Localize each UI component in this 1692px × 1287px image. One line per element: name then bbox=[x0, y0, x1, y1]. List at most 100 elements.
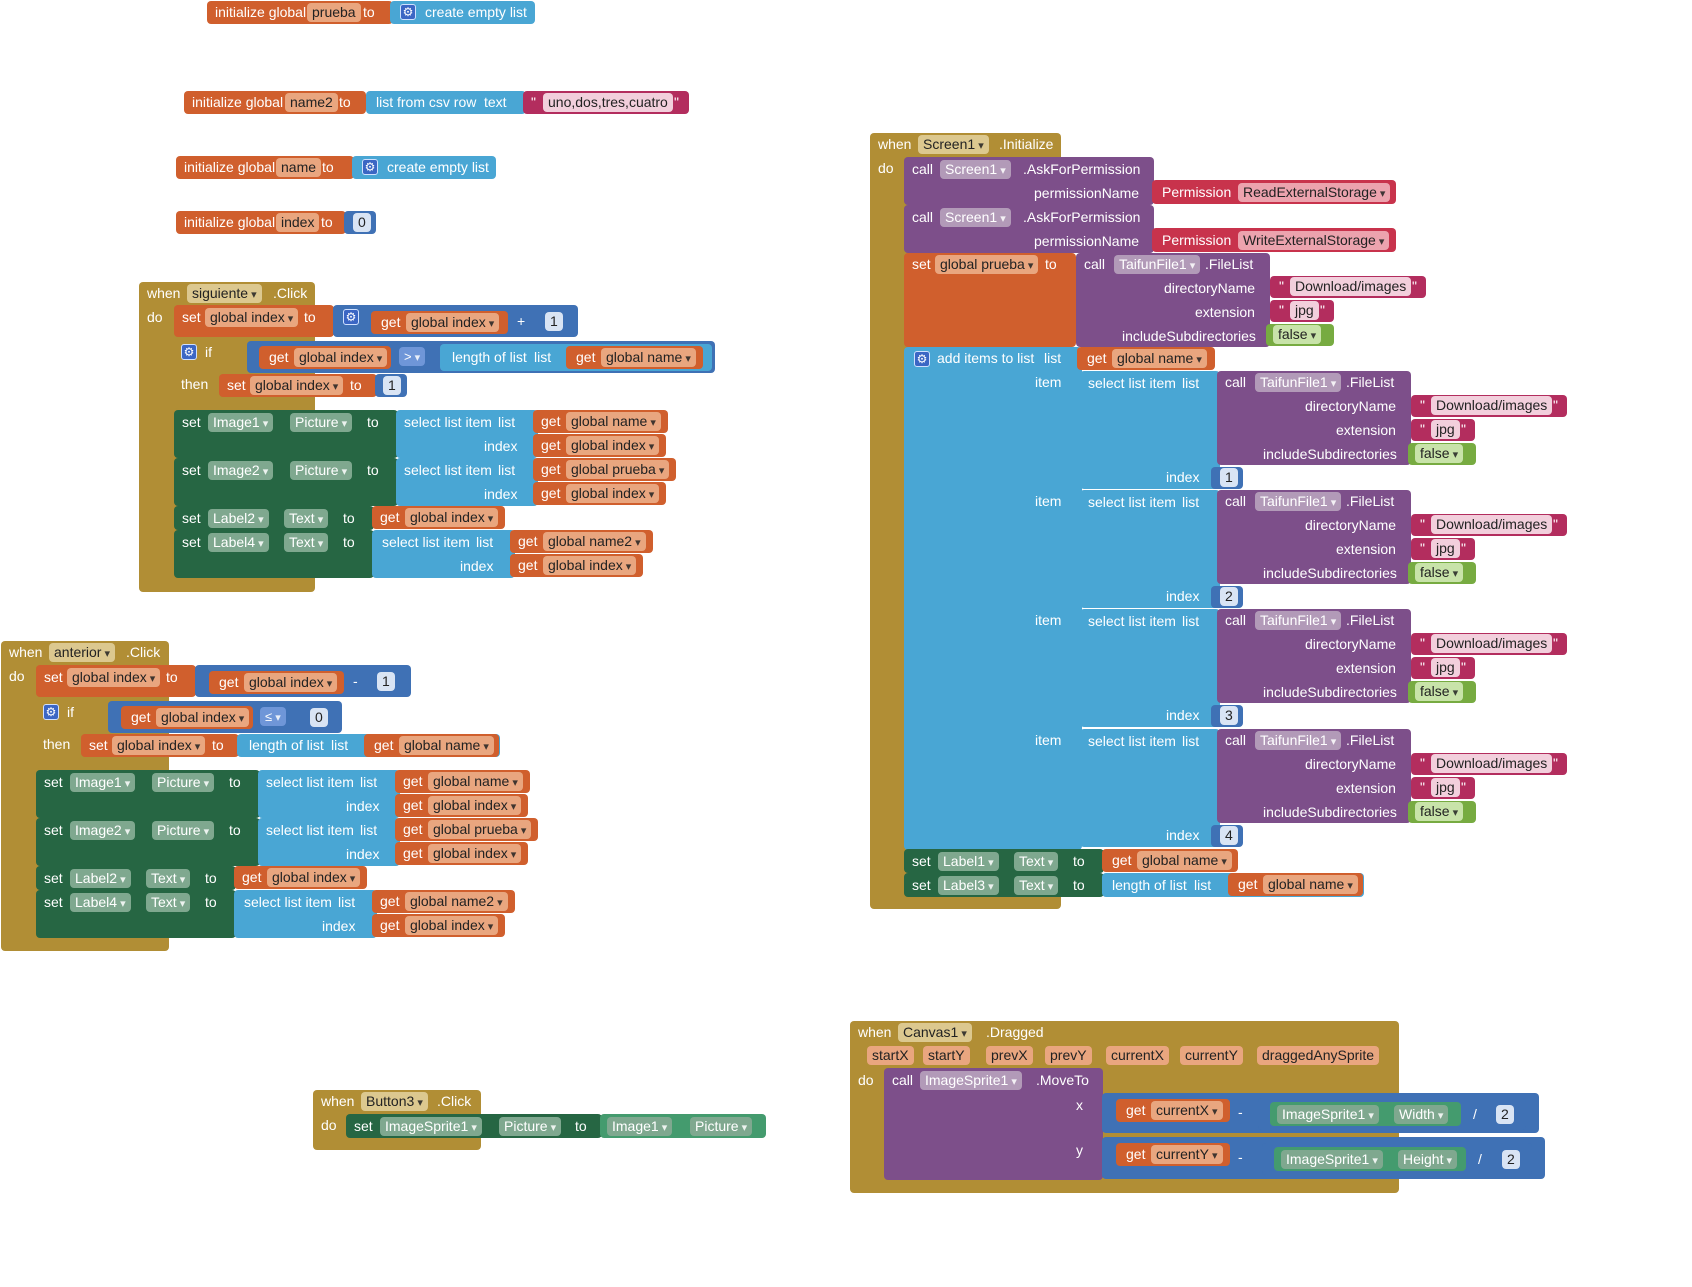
boolean-dropdown[interactable]: false bbox=[1415, 563, 1464, 582]
boolean-block[interactable]: false bbox=[1408, 681, 1476, 703]
component-dropdown[interactable]: Canvas1 bbox=[898, 1023, 972, 1042]
property-dropdown[interactable]: Picture bbox=[499, 1117, 562, 1136]
boolean-dropdown[interactable]: false bbox=[1415, 444, 1464, 463]
text-value-field[interactable]: Download/images bbox=[1431, 396, 1553, 415]
get-currentY-block[interactable]: get currentY bbox=[1116, 1143, 1230, 1166]
text-string-block[interactable]: " Download/images " bbox=[1411, 633, 1567, 655]
var-name-field[interactable]: index bbox=[276, 213, 320, 232]
boolean-block[interactable]: false bbox=[1408, 443, 1476, 465]
boolean-block[interactable]: false bbox=[1408, 562, 1476, 584]
mutator-gear-icon[interactable]: ⚙ bbox=[362, 159, 378, 175]
get-imagesprite1-height-block[interactable]: ImageSprite1 Height bbox=[1274, 1147, 1466, 1171]
param-prevX[interactable]: prevX bbox=[986, 1046, 1033, 1065]
var-dropdown[interactable]: currentX bbox=[1151, 1101, 1223, 1120]
text-string-block[interactable]: " Download/images " bbox=[1411, 514, 1567, 536]
get-global-index-block[interactable]: get global index bbox=[533, 434, 666, 457]
number-field[interactable]: 0 bbox=[353, 213, 371, 232]
get-global-name-block[interactable]: get global name bbox=[395, 770, 530, 793]
mutator-gear-icon[interactable]: ⚙ bbox=[343, 309, 359, 325]
var-dropdown[interactable]: global name2 bbox=[405, 892, 508, 911]
select-list-item-block[interactable]: select list item list index bbox=[396, 410, 538, 458]
var-dropdown[interactable]: global name bbox=[1112, 349, 1207, 368]
number-block[interactable]: 1 bbox=[375, 374, 407, 397]
component-dropdown[interactable]: TaifunFile1 bbox=[1255, 373, 1342, 392]
property-dropdown[interactable]: Width bbox=[1394, 1105, 1449, 1124]
param-draggedAnySprite[interactable]: draggedAnySprite bbox=[1257, 1046, 1380, 1065]
var-dropdown[interactable]: global name bbox=[566, 412, 661, 431]
component-dropdown[interactable]: Image2 bbox=[208, 461, 274, 480]
get-global-index-block[interactable]: get global index bbox=[510, 554, 643, 577]
text-value-field[interactable]: Download/images bbox=[1431, 754, 1553, 773]
property-dropdown[interactable]: Picture bbox=[152, 821, 215, 840]
add-items-to-list-block[interactable]: ⚙ add items to list list item item item … bbox=[904, 347, 1082, 850]
set-global-index-block[interactable]: set global index to bbox=[174, 305, 334, 337]
text-value-field[interactable]: jpg bbox=[1290, 301, 1319, 320]
text-value-field[interactable]: jpg bbox=[1431, 778, 1460, 797]
component-dropdown[interactable]: Label4 bbox=[70, 893, 131, 912]
component-dropdown[interactable]: TaifunFile1 bbox=[1255, 611, 1342, 630]
number-field[interactable]: 4 bbox=[1220, 826, 1238, 845]
get-currentX-block[interactable]: get currentX bbox=[1116, 1099, 1230, 1122]
get-global-index-block[interactable]: get global index bbox=[395, 842, 528, 865]
property-dropdown[interactable]: Text bbox=[1014, 852, 1059, 871]
component-dropdown[interactable]: Label2 bbox=[70, 869, 131, 888]
get-global-name-block[interactable]: get global name bbox=[364, 734, 499, 757]
select-list-item-block[interactable]: select list item list index bbox=[396, 458, 538, 506]
init-global-name2-block[interactable]: initialize global name2 to bbox=[184, 91, 366, 114]
mutator-gear-icon[interactable]: ⚙ bbox=[181, 344, 197, 360]
permission-dropdown[interactable]: WriteExternalStorage bbox=[1238, 231, 1390, 250]
get-global-name2-block[interactable]: get global name2 bbox=[372, 890, 515, 913]
set-label4-text-block[interactable]: set Label4 Text to bbox=[174, 530, 374, 578]
init-global-prueba-block[interactable]: initialize global prueba to bbox=[207, 1, 393, 24]
call-filelist-block[interactable]: call TaifunFile1 .FileList directoryName… bbox=[1217, 371, 1411, 465]
operator-dropdown[interactable]: > bbox=[399, 347, 426, 366]
text-value-field[interactable]: Download/images bbox=[1290, 277, 1412, 296]
get-global-index-block[interactable]: get global index bbox=[372, 914, 505, 937]
number-field[interactable]: 1 bbox=[545, 312, 563, 331]
var-dropdown[interactable]: global index bbox=[112, 736, 206, 755]
var-dropdown[interactable]: global index bbox=[156, 708, 250, 727]
var-dropdown[interactable]: global prueba bbox=[566, 460, 670, 479]
component-dropdown[interactable]: Image1 bbox=[607, 1117, 673, 1136]
set-label1-text-block[interactable]: set Label1 Text to bbox=[904, 849, 1104, 873]
var-dropdown[interactable]: global prueba bbox=[428, 820, 532, 839]
var-dropdown[interactable]: global name bbox=[1263, 875, 1358, 894]
set-global-index-block[interactable]: set global index to bbox=[36, 665, 196, 697]
text-string-block[interactable]: " uno,dos,tres,cuatro " bbox=[523, 91, 689, 114]
var-name-field[interactable]: prueba bbox=[307, 3, 361, 22]
component-dropdown[interactable]: Label3 bbox=[938, 876, 999, 895]
property-dropdown[interactable]: Picture bbox=[290, 461, 353, 480]
var-name-field[interactable]: name2 bbox=[285, 93, 338, 112]
var-dropdown[interactable]: global index bbox=[543, 556, 637, 575]
var-dropdown[interactable]: global index bbox=[406, 313, 500, 332]
number-field[interactable]: 1 bbox=[1220, 468, 1238, 487]
text-string-block[interactable]: " Download/images " bbox=[1411, 753, 1567, 775]
component-dropdown[interactable]: anterior bbox=[49, 643, 116, 662]
property-dropdown[interactable]: Picture bbox=[152, 773, 215, 792]
select-list-item-block[interactable]: select list item list index bbox=[1080, 371, 1220, 489]
property-dropdown[interactable]: Picture bbox=[290, 413, 353, 432]
boolean-dropdown[interactable]: false bbox=[1415, 802, 1464, 821]
select-list-item-block[interactable]: select list item list index bbox=[1080, 609, 1220, 727]
var-dropdown[interactable]: global index bbox=[405, 508, 499, 527]
var-dropdown[interactable]: global name bbox=[428, 772, 523, 791]
var-dropdown[interactable]: global prueba bbox=[935, 255, 1039, 274]
get-global-name-block[interactable]: get global name bbox=[1228, 873, 1363, 896]
component-dropdown[interactable]: TaifunFile1 bbox=[1114, 255, 1201, 274]
property-dropdown[interactable]: Text bbox=[1014, 876, 1059, 895]
get-global-index-block[interactable]: get global index bbox=[372, 506, 505, 529]
set-label4-text-block[interactable]: set Label4 Text to bbox=[36, 890, 236, 938]
var-dropdown[interactable]: global index bbox=[405, 916, 499, 935]
set-global-index-block[interactable]: set global index to bbox=[81, 734, 239, 757]
get-global-name-block[interactable]: get global name bbox=[1077, 347, 1215, 370]
component-dropdown[interactable]: Image2 bbox=[70, 821, 136, 840]
var-dropdown[interactable]: global index bbox=[267, 868, 361, 887]
get-image1-picture-block[interactable]: Image1 Picture bbox=[600, 1114, 766, 1138]
select-list-item-block[interactable]: select list item list index bbox=[1080, 729, 1220, 847]
permission-dropdown[interactable]: ReadExternalStorage bbox=[1238, 183, 1391, 202]
get-imagesprite1-width-block[interactable]: ImageSprite1 Width bbox=[1270, 1102, 1461, 1126]
component-dropdown[interactable]: Label1 bbox=[938, 852, 999, 871]
text-string-block[interactable]: " jpg " bbox=[1411, 419, 1475, 441]
var-dropdown[interactable]: global name bbox=[601, 348, 696, 367]
set-image1-picture-block[interactable]: set Image1 Picture to bbox=[36, 770, 260, 818]
